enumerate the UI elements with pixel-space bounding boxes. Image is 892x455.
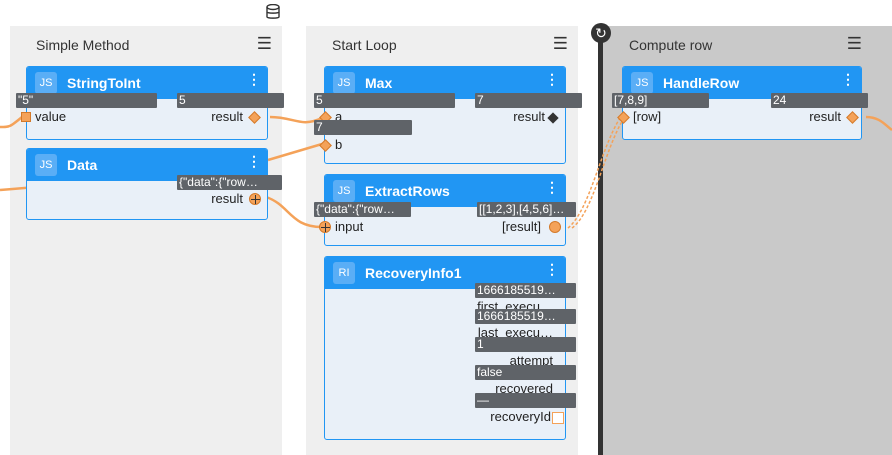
output-value: {"data":{"row… bbox=[177, 175, 282, 190]
lane-title: Compute row bbox=[629, 37, 713, 53]
output-value: false bbox=[475, 365, 576, 380]
input-value: {"data":{"row… bbox=[314, 202, 411, 217]
port-label: result bbox=[809, 109, 841, 124]
node-header[interactable]: JS ExtractRows ⋮ bbox=[325, 175, 565, 207]
node-menu-icon[interactable]: ⋮ bbox=[545, 261, 559, 277]
lane-menu-icon[interactable]: ☰ bbox=[256, 34, 272, 53]
node-title: ExtractRows bbox=[365, 183, 450, 199]
result-port[interactable] bbox=[547, 112, 559, 124]
output-value: [[1,2,3],[4,5,6]… bbox=[477, 202, 576, 217]
node-max[interactable]: JS Max ⋮ 5 7 a result 7 b bbox=[314, 66, 582, 164]
port-label: last_execu… bbox=[477, 325, 553, 340]
input-value: [7,8,9] bbox=[612, 93, 709, 108]
lane-menu-icon[interactable]: ☰ bbox=[552, 34, 568, 53]
node-title: Max bbox=[365, 75, 393, 91]
node-title: RecoveryInfo1 bbox=[365, 265, 462, 281]
result-port[interactable] bbox=[249, 193, 261, 205]
js-badge: JS bbox=[35, 154, 57, 176]
loop-icon[interactable]: ↻ bbox=[591, 23, 611, 43]
node-handle-row[interactable]: JS HandleRow ⋮ [7,8,9] 24 [row] result bbox=[612, 66, 868, 140]
node-menu-icon[interactable]: ⋮ bbox=[545, 179, 559, 195]
port-label: [result] bbox=[501, 219, 541, 234]
node-menu-icon[interactable]: ⋮ bbox=[247, 71, 261, 87]
js-badge: JS bbox=[333, 72, 355, 94]
result-port[interactable] bbox=[846, 111, 859, 124]
port-label: [row] bbox=[633, 109, 662, 124]
lane-title: Start Loop bbox=[332, 37, 397, 53]
port-label: result bbox=[211, 109, 243, 124]
node-menu-icon[interactable]: ⋮ bbox=[545, 71, 559, 87]
port-label: result bbox=[513, 109, 545, 124]
node-header[interactable]: RI RecoveryInfo1 ⋮ bbox=[325, 257, 565, 289]
node-title: Data bbox=[67, 157, 98, 173]
port-label: value bbox=[35, 109, 67, 124]
output-value: 24 bbox=[771, 93, 868, 108]
js-badge: JS bbox=[333, 180, 355, 202]
js-badge: JS bbox=[35, 72, 57, 94]
ri-badge: RI bbox=[333, 262, 355, 284]
output-value: 5 bbox=[177, 93, 284, 108]
port-label: a bbox=[335, 109, 343, 124]
port-label: input bbox=[335, 219, 364, 234]
node-title: StringToInt bbox=[67, 75, 141, 91]
result-port[interactable] bbox=[248, 111, 261, 124]
lane-menu-icon[interactable]: ☰ bbox=[846, 34, 862, 53]
node-data[interactable]: JS Data ⋮ {"data":{"row… result bbox=[26, 148, 282, 220]
node-menu-icon[interactable]: ⋮ bbox=[841, 71, 855, 87]
js-badge: JS bbox=[631, 72, 653, 94]
port-label: attempt bbox=[509, 353, 553, 368]
node-title: HandleRow bbox=[663, 75, 740, 91]
output-value: — bbox=[475, 393, 576, 408]
input-value: "5" bbox=[16, 93, 157, 108]
port-label: result bbox=[211, 191, 243, 206]
node-string-to-int[interactable]: JS StringToInt ⋮ "5" 5 value result bbox=[16, 66, 284, 140]
input-port[interactable] bbox=[319, 221, 331, 233]
database-icon[interactable] bbox=[266, 3, 280, 23]
node-recovery-info[interactable]: RI RecoveryInfo1 ⋮ 1666185519… first_exe… bbox=[324, 256, 576, 440]
port-label: recoveryId bbox=[490, 409, 551, 424]
output-value: 1 bbox=[475, 337, 576, 352]
input-a-value: 5 bbox=[314, 93, 455, 108]
result-port[interactable] bbox=[549, 221, 561, 233]
recovery-id-port[interactable] bbox=[552, 412, 564, 424]
port-label: recovered bbox=[495, 381, 553, 396]
node-extract-rows[interactable]: JS ExtractRows ⋮ {"data":{"row… [[1,2,3]… bbox=[314, 174, 576, 246]
output-value: 1666185519… bbox=[475, 283, 576, 298]
node-menu-icon[interactable]: ⋮ bbox=[247, 153, 261, 169]
lane-title: Simple Method bbox=[36, 37, 130, 53]
port-label: b bbox=[335, 137, 343, 152]
input-b-value: 7 bbox=[314, 120, 412, 135]
loop-bar bbox=[598, 34, 603, 455]
output-value: 7 bbox=[475, 93, 582, 108]
value-port[interactable] bbox=[21, 112, 31, 122]
output-value: 1666185519… bbox=[475, 309, 576, 324]
